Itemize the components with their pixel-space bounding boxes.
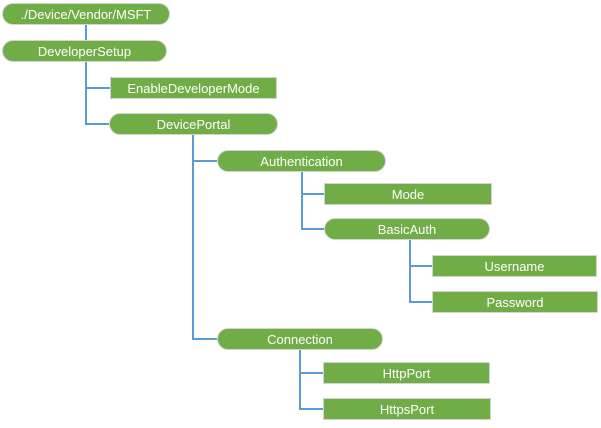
node-connection: Connection	[217, 328, 383, 350]
node-username: Username	[432, 255, 597, 277]
node-mode: Mode	[324, 183, 492, 205]
node-httpsport: HttpsPort	[323, 398, 491, 420]
connector-vertical-7	[301, 172, 303, 230]
connector-vertical-0	[85, 25, 87, 40]
connector-horizontal-11	[409, 265, 432, 267]
connector-vertical-4	[192, 135, 194, 340]
connector-horizontal-9	[301, 228, 324, 230]
connector-horizontal-8	[301, 193, 324, 195]
connector-horizontal-6	[192, 338, 217, 340]
connector-vertical-10	[409, 240, 411, 302]
node-password: Password	[432, 291, 598, 313]
node-basicauth: BasicAuth	[324, 218, 490, 240]
node-deviceportal: DevicePortal	[109, 113, 278, 135]
connector-horizontal-14	[299, 372, 323, 374]
node-device-vendor-msft: ./Device/Vendor/MSFT	[2, 3, 170, 25]
node-httpport: HttpPort	[323, 362, 490, 384]
connector-horizontal-3	[85, 123, 109, 125]
connector-horizontal-15	[299, 408, 323, 410]
connector-horizontal-12	[409, 301, 432, 303]
node-developersetup: DeveloperSetup	[2, 40, 167, 62]
node-authentication: Authentication	[217, 150, 386, 172]
connector-vertical-1	[85, 62, 87, 125]
node-enabledevelopermode: EnableDeveloperMode	[110, 77, 277, 99]
connector-vertical-13	[299, 350, 301, 410]
connector-horizontal-5	[192, 160, 217, 162]
connector-horizontal-2	[85, 87, 110, 89]
